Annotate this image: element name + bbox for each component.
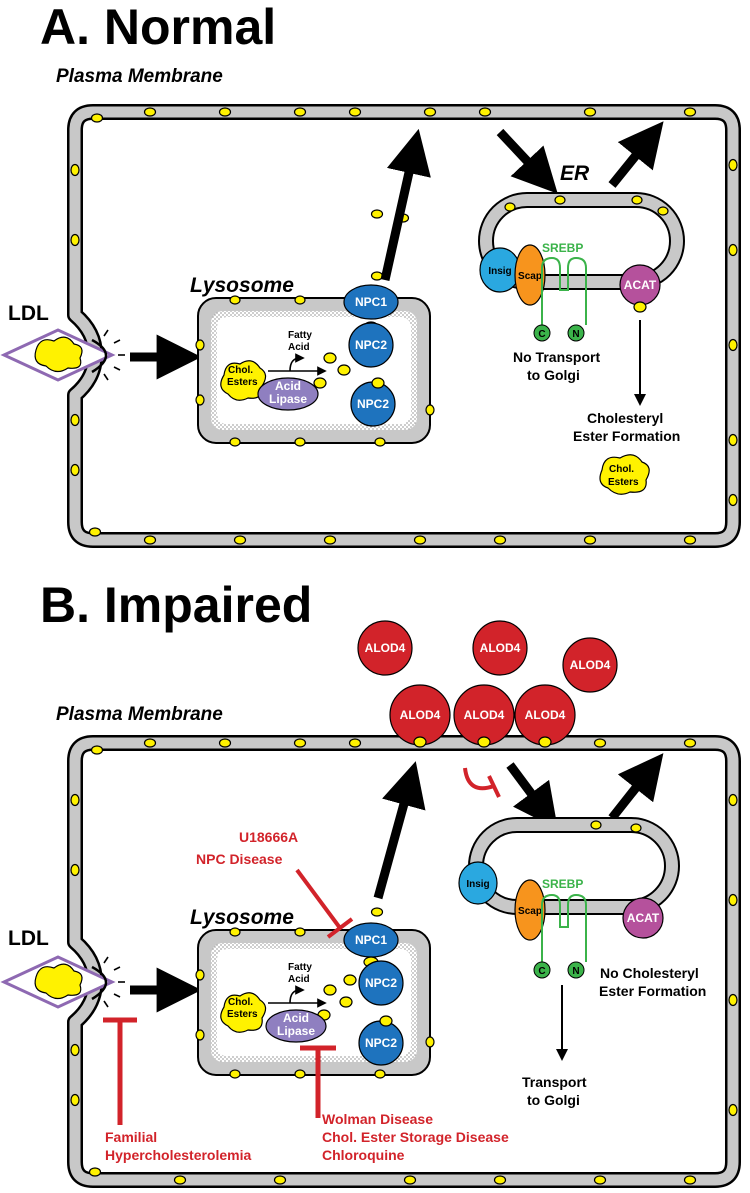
insig-label-b: Insig (466, 879, 489, 890)
plasma-membrane-label: Plasma Membrane (56, 66, 223, 87)
npc1-label: NPC1 (355, 295, 387, 309)
er-to-pm-arrow (608, 121, 664, 188)
npc-inhibitor-label-1: U18666A (239, 829, 298, 845)
cholesterol-esters-b (220, 992, 267, 1033)
membrane-cholesterol-dots (70, 107, 738, 545)
er-cholesterol-dots (504, 195, 669, 216)
scap-label-b: Scap (518, 906, 542, 917)
panel-impaired: B. Impaired Plasma Membrane ALOD4 ALOD4 … (0, 577, 741, 1188)
plasma-membrane-label-b: Plasma Membrane (56, 704, 223, 725)
srebp-n-label-b: N (572, 966, 579, 977)
fh-label-2: Hypercholesterolemia (105, 1147, 251, 1163)
ester-formation-label-2: Ester Formation (573, 428, 680, 444)
ldl-particle-b: LDL (0, 927, 125, 1009)
srebp-protein (541, 256, 587, 325)
alod4-label-6: ALOD4 (525, 708, 566, 722)
cholesteryl-esters-product (599, 454, 650, 495)
srebp-label: SREBP (542, 241, 583, 255)
no-transport-label-1: No Transport (513, 349, 600, 365)
ester-formation-label-1: Cholesteryl (587, 410, 663, 426)
scap-protein (514, 244, 546, 306)
er-cholesterol-dots-b (590, 820, 642, 833)
fatty-acid-label-2: Acid (288, 342, 310, 353)
lipase-inhibitor-label-3: Chloroquine (322, 1147, 405, 1163)
er-to-pm-arrow-b (608, 753, 664, 821)
panel-a-title: A. Normal (40, 0, 276, 55)
panel-normal: A. Normal Plasma Membrane LDL (0, 0, 741, 548)
no-transport-label-2: to Golgi (527, 367, 580, 383)
acid-lipase (257, 377, 319, 411)
srebp-protein-b (541, 893, 587, 962)
chol-esters-label-b1: Chol. (228, 997, 253, 1008)
srebp-label-b: SREBP (542, 877, 583, 891)
alod4-label-4: ALOD4 (400, 708, 441, 722)
chol-esters-label-1: Chol. (228, 365, 253, 376)
ldl-label-b: LDL (8, 927, 49, 950)
acid-lipase-label-b1: Acid (283, 1011, 309, 1025)
product-esters-label: Esters (608, 477, 639, 488)
alod4-label-5: ALOD4 (464, 708, 505, 722)
alod4-label-1: ALOD4 (365, 641, 406, 655)
npc2-label-2: NPC2 (357, 397, 389, 411)
alod4-inhibition-arrow (463, 767, 495, 791)
insig-label: Insig (488, 266, 511, 277)
lipase-inhibitor-label-1: Wolman Disease (322, 1111, 433, 1127)
fatty-acid-label-1: Fatty (288, 330, 312, 341)
product-chol-label: Chol. (609, 464, 634, 475)
srebp-c-label: C (538, 329, 545, 340)
lysosome-label-b: Lysosome (190, 906, 294, 929)
er-label: ER (560, 162, 590, 185)
acid-lipase-label-1: Acid (275, 379, 301, 393)
npc2-protein-1 (348, 322, 394, 368)
panel-b-title: B. Impaired (40, 577, 312, 633)
npc-to-pm-arrow-b (373, 761, 426, 900)
lipase-inhibitor-label-2: Chol. Ester Storage Disease (322, 1129, 509, 1145)
fatty-acid-label-b1: Fatty (288, 962, 312, 973)
npc-to-pm-arrow (380, 128, 431, 281)
insig-protein-b (458, 861, 498, 905)
npc-inhibitor (295, 868, 342, 930)
no-ester-formation-label-1: No Cholesteryl (600, 965, 699, 981)
ldl-particle: LDL (0, 302, 125, 382)
acat-label-b: ACAT (627, 911, 660, 925)
srebp-c-label-b: C (538, 966, 545, 977)
npc1-label-b: NPC1 (355, 933, 387, 947)
chol-esters-label-b2: Esters (227, 1009, 258, 1020)
pm-to-er-arrow-b (506, 762, 558, 830)
npc1-protein (343, 284, 399, 320)
npc2-protein-b1 (358, 960, 404, 1006)
scap-label: Scap (518, 271, 542, 282)
fh-label-1: Familial (105, 1129, 157, 1145)
npc-inhibitor-label-2: NPC Disease (196, 851, 283, 867)
alod4-cluster: ALOD4 ALOD4 ALOD4 ALOD4 ALOD4 ALOD4 (357, 620, 618, 748)
transport-label-2: to Golgi (527, 1092, 580, 1108)
scap-protein-b (514, 879, 546, 941)
acid-lipase-b (265, 1009, 327, 1043)
acid-lipase-label-b2: Lipase (277, 1024, 315, 1038)
ldl-label: LDL (8, 302, 49, 325)
membrane-cholesterol-dots-b (70, 738, 738, 1185)
fatty-acid-label-b2: Acid (288, 974, 310, 985)
npc2-label-b2: NPC2 (365, 1036, 397, 1050)
chol-esters-label-2: Esters (227, 377, 258, 388)
no-ester-formation-label-2: Ester Formation (599, 983, 706, 999)
lysosome-label: Lysosome (190, 274, 294, 297)
acat-protein-b (622, 897, 664, 939)
srebp-n-label: N (572, 329, 579, 340)
npc2-label-1: NPC2 (355, 338, 387, 352)
pm-to-er-arrow (496, 128, 558, 194)
acid-lipase-label-2: Lipase (269, 392, 307, 406)
alod4-label-2: ALOD4 (480, 641, 521, 655)
transport-label-1: Transport (522, 1074, 587, 1090)
acat-label: ACAT (624, 278, 657, 292)
npc2-label-b1: NPC2 (365, 976, 397, 990)
alod4-label-3: ALOD4 (570, 658, 611, 672)
